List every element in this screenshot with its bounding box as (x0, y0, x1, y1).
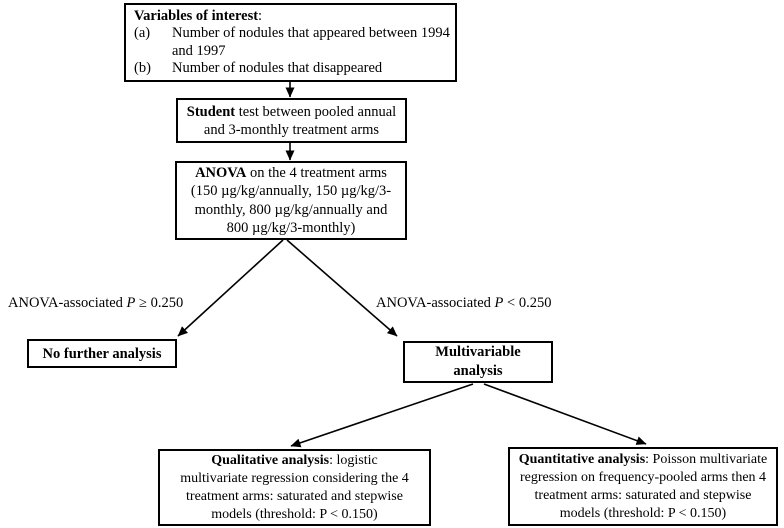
multivariable-line-2: analysis (453, 363, 503, 379)
anova-line-1-rest: on the 4 treatment arms (246, 164, 387, 181)
anova-p-greater-equal-label: ANOVA-associated P ≥ 0.250 (8, 295, 183, 312)
multivariable-line-1: Multivariable (435, 344, 521, 360)
quantitative-line-3: treatment arms: saturated and stepwise (534, 487, 752, 503)
qualitative-line-4: models (threshold: P < 0.150) (211, 506, 378, 522)
qualitative-analysis-box: Qualitative analysis: logistic multivari… (158, 449, 431, 526)
qualitative-line-1: Qualitative analysis: logistic (211, 452, 377, 470)
variables-item-a-line-2: and 1997 (172, 42, 226, 59)
qualitative-line-2: multivariate regression considering the … (180, 470, 409, 486)
variables-item-a-label: (a) (134, 25, 151, 41)
variables-title-colon: : (258, 7, 263, 24)
arrow-multivariable-to-qualitative (290, 383, 474, 448)
quantitative-line-1: Quantitative analysis: Poisson multivari… (519, 451, 768, 469)
student-line-1-rest: test between pooled annual (235, 103, 397, 120)
label-left-condition: ≥ 0.250 (135, 295, 184, 311)
variables-item-a-text: Number of nodules that appeared between … (172, 25, 450, 60)
variables-item-b-line-1: Number of nodules that disappeared (172, 60, 383, 76)
anova-bold: ANOVA (195, 164, 247, 181)
arrow-anova-to-no-further (177, 239, 284, 337)
variables-title-bold: Variables of interest (134, 7, 259, 24)
label-right-p: P (494, 295, 504, 311)
anova-p-less-label: ANOVA-associated P < 0.250 (376, 295, 551, 312)
arrow-anova-to-multivariable (286, 239, 398, 337)
quantitative-line-4: models (threshold: P < 0.150) (559, 505, 727, 521)
variables-item-a-line-1: Number of nodules that appeared between … (172, 25, 450, 41)
label-right-condition: < 0.250 (503, 295, 552, 311)
variables-item-a: (a) Number of nodules that appeared betw… (134, 25, 450, 60)
variables-item-b-label: (b) (134, 60, 151, 76)
qualitative-line-3: treatment arms: saturated and stepwise (186, 488, 403, 504)
quantitative-analysis-box: Quantitative analysis: Poisson multivari… (508, 447, 778, 526)
no-further-analysis-box: No further analysis (27, 339, 177, 368)
variables-item-b-text: Number of nodules that disappeared (172, 60, 382, 78)
student-line-2: and 3-monthly treatment arms (203, 121, 380, 138)
quantitative-line-2: regression on frequency-pooled arms then… (519, 469, 767, 485)
no-further-label: No further analysis (42, 345, 162, 362)
qualitative-bold: Qualitative analysis (211, 452, 330, 468)
qualitative-line-1-rest: : logistic (329, 452, 378, 468)
arrow-multivariable-to-quantitative (483, 383, 647, 445)
anova-line-2: (150 µg/kg/annually, 150 µg/kg/3- (190, 183, 392, 199)
quantitative-bold: Quantitative analysis (518, 451, 646, 467)
student-test-box: Student test between pooled annual and 3… (176, 98, 407, 143)
quantitative-line-1-rest: : Poisson multivariate (645, 451, 768, 467)
anova-box: ANOVA on the 4 treatment arms (150 µg/kg… (175, 161, 407, 240)
label-left-p: P (126, 295, 136, 311)
anova-line-4: 800 µg/kg/3-monthly) (226, 220, 356, 236)
multivariable-analysis-box: Multivariable analysis (403, 341, 553, 383)
variables-of-interest-box: Variables of interest: (a) Number of nod… (124, 3, 457, 82)
label-left-prefix: ANOVA-associated (8, 295, 127, 311)
anova-line-3: monthly, 800 µg/kg/annually and (194, 201, 388, 218)
variables-title-line: Variables of interest: (134, 8, 449, 26)
student-bold: Student (186, 103, 236, 120)
label-right-prefix: ANOVA-associated (376, 295, 495, 311)
student-line-1: Student test between pooled annual (187, 103, 396, 121)
variables-item-b: (b) Number of nodules that disappeared (134, 60, 449, 78)
anova-line-1: ANOVA on the 4 treatment arms (195, 164, 387, 183)
